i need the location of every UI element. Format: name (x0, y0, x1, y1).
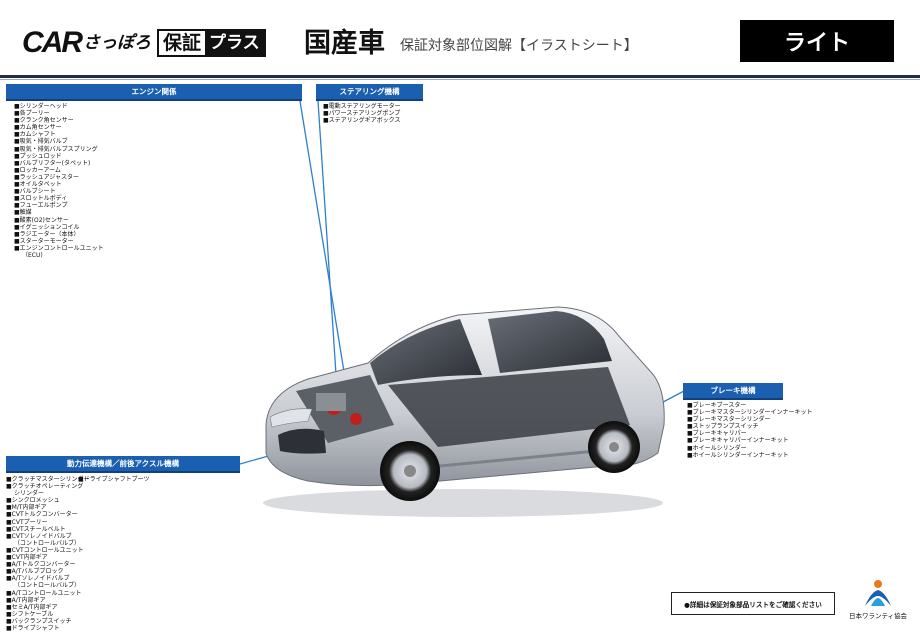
list-item: ■A/T内部ギア (6, 596, 46, 604)
list-item: ■バックランプスイッチ (6, 617, 72, 625)
list-item: ■A/Tトルクコンバーター (6, 561, 76, 569)
list-item: ■CVTソレノイドバルブ (6, 532, 72, 540)
front-wheel-hub (404, 465, 416, 477)
list-item: ■イグニッションコイル (14, 223, 80, 231)
list-item: ■バルブリフター(タペット) (14, 159, 91, 167)
list-item: ■ステアリングギアボックス (323, 117, 401, 125)
list-item: ■クランク角センサー (14, 117, 74, 125)
list-item: ■CVTプーリー (6, 518, 48, 526)
list-item: ■クラッチオペレーティング (6, 483, 84, 491)
logo-sapporo-text: さっぽろ (83, 33, 151, 53)
list-item: ■吸気・排気バルブスプリング (14, 145, 98, 153)
list-item: ■電動ステアリングモーター (323, 103, 401, 110)
list-item: ■スロットルボディ (14, 195, 68, 203)
list-item: ■カム角センサー (14, 124, 62, 132)
list-item: ■ラッシュアジャスター (14, 173, 80, 181)
logo-car-text: CAR (22, 26, 83, 59)
list-item: ■ブレーキキャリパーインナーキット (687, 437, 789, 445)
car-side-window (488, 311, 612, 373)
list-item: ■CVT内部ギア (6, 554, 48, 562)
list-item: ■A/Tコントロールユニット (6, 589, 82, 597)
list-item: ■ブレーキマスターシリンダーインナーキット (687, 409, 813, 417)
list-item: ■バルブシート (14, 188, 56, 196)
page-title: 国産車 (304, 28, 385, 59)
list-item: ■ロッカーアーム (14, 166, 61, 174)
list-item: ■クラッチマスターシリンダー (6, 476, 90, 483)
association-logo: 日本ワランティ協会 (843, 578, 913, 624)
car-headlight (269, 408, 313, 428)
list-item: （ECU) (22, 251, 43, 259)
car-windshield (370, 319, 482, 385)
header-divider (0, 75, 920, 78)
list-item: ■各プーリー (14, 110, 50, 118)
list-item: ■ブレーキマスターシリンダー (687, 416, 771, 424)
list-item: ■ホイールシリンダー (687, 444, 747, 452)
engine-section-header: エンジン関係 (6, 84, 302, 101)
rear-wheel-hub (609, 442, 619, 452)
list-item: ■酸素(O2)センサー (14, 216, 69, 224)
list-item: ■ブレーキキャリパー (687, 430, 747, 438)
list-item: ■触媒 (14, 209, 32, 217)
logo-plus-text: プラス (205, 31, 264, 55)
engine-part-red-2 (350, 413, 362, 425)
list-item: ■スターターモーター (14, 237, 74, 245)
page-subtitle: 保証対象部位図解【イラストシート】 (400, 38, 638, 54)
association-name: 日本ワランティ協会 (848, 612, 908, 620)
list-item: ■A/Tバルブブロック (6, 568, 64, 576)
list-item: ■ラジエーター（本体） (14, 230, 80, 238)
drivetrain-parts-list: ■クラッチマスターシリンダー■クラッチオペレーティングシリンダー■シンクロメッシ… (6, 476, 90, 632)
car-sapporo-logo: CAR さっぽろ 保証 プラス (22, 27, 266, 59)
steering-parts-list: ■電動ステアリングモーター■パワーステアリングポンプ■ステアリングギアボックス (323, 103, 401, 124)
plan-grade-badge: ライト (740, 20, 894, 62)
list-item: シリンダー (14, 490, 45, 498)
brake-section-header: ブレーキ機構 (683, 383, 783, 400)
list-item: ■CVTコントロールユニット (6, 546, 84, 554)
list-item: ■吸気・排気バルブ (14, 138, 68, 146)
list-item: ■シフトケーブル (6, 610, 54, 618)
list-item: ■オイルタペット (14, 181, 62, 189)
logo-hosho-text: 保証 (163, 32, 202, 54)
car-interior (388, 367, 630, 447)
engine-block (316, 393, 346, 411)
brake-parts-list: ■ブレーキブースター■ブレーキマスターシリンダーインナーキット■ブレーキマスター… (687, 402, 813, 459)
list-item: ■プッシュロッド (14, 152, 62, 160)
list-item: ■ブレーキブースター (687, 402, 747, 409)
list-item: ■CVTトルクコンバーター (6, 511, 78, 519)
list-item: ■シリンダーヘッド (14, 103, 68, 110)
list-item: （コントロールバルブ） (14, 539, 81, 547)
list-item: ■パワーステアリングポンプ (323, 110, 401, 118)
list-item: ■ストップランプスイッチ (687, 423, 759, 431)
car-cutaway-illustration (263, 306, 665, 517)
drivetrain-section-header: 動力伝達機構／前後アクスル機構 (6, 456, 240, 473)
steering-section-header: ステアリング機構 (316, 84, 423, 101)
list-item: ■M/T内部ギア (6, 504, 47, 512)
details-note: ●詳細は保証対象部品リストをご確認ください (671, 592, 835, 615)
header-divider-thin (0, 79, 920, 80)
list-item: ■ドライブシャフト (6, 624, 60, 632)
list-item: （コントロールバルブ） (14, 582, 81, 590)
car-shadow (263, 489, 663, 517)
list-item: ■ドライブシャフトブーツ (78, 476, 150, 483)
list-item: ■フューエルポンプ (14, 202, 68, 210)
logo-hosho-plus-box: 保証 プラス (157, 29, 266, 57)
list-item: ■A/Tソレノイドバルブ (6, 575, 70, 583)
list-item: ■カムシャフト (14, 131, 56, 139)
car-grille (278, 428, 326, 454)
list-item: ■シンクロメッシュ (6, 497, 60, 505)
list-item: ■エンジンコントロールユニット (14, 244, 104, 252)
list-item: ■セミA/T内部ギア (6, 603, 58, 611)
engine-parts-list: ■シリンダーヘッド■各プーリー■クランク角センサー■カム角センサー■カムシャフト… (14, 103, 104, 259)
association-mark-icon (865, 580, 891, 606)
list-item: ■CVTスチールベルト (6, 525, 66, 533)
list-item: ■ホイールシリンダーインナーキット (687, 451, 789, 459)
drivetrain-parts-list-2: ■ドライブシャフトブーツ (78, 476, 150, 483)
